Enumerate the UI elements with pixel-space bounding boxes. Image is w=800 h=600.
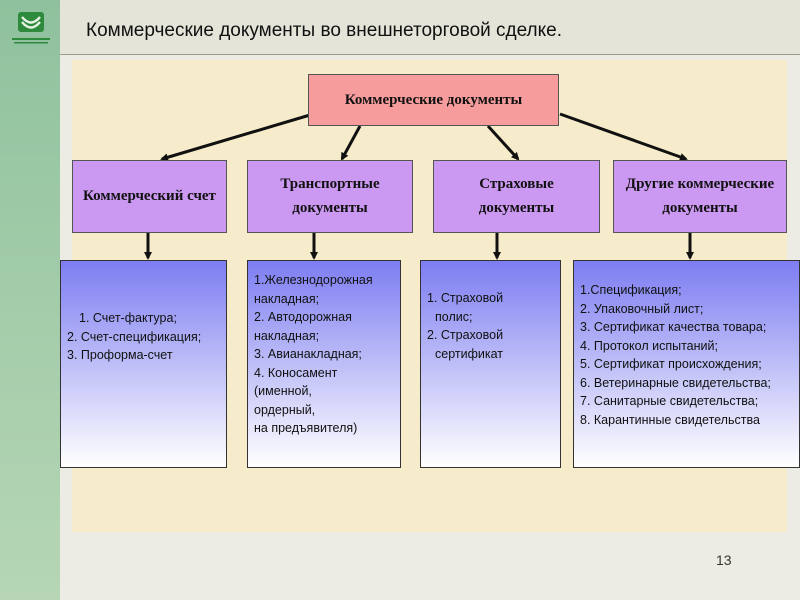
- list-item: 6. Ветеринарные свидетельства;: [580, 375, 771, 390]
- list-item: сертификат: [435, 346, 503, 361]
- list-item: 2. Счет-спецификация;: [67, 329, 202, 344]
- category-node-transport-documents: Транспортные документы: [247, 160, 413, 233]
- list-item: накладная;: [254, 291, 320, 306]
- category-node-commercial-invoice: Коммерческий счет: [72, 160, 227, 233]
- list-item: 1. Страховой: [427, 291, 504, 305]
- list-item: ордерный,: [254, 402, 316, 417]
- root-node: Коммерческие документы: [308, 74, 559, 126]
- list-insurance-documents: 1. Страховой полис; 2. Страховой сертифи…: [420, 260, 561, 468]
- list-item: 7. Санитарные свидетельства;: [580, 394, 759, 408]
- list-item: на предъявителя): [254, 421, 358, 435]
- list-item: 3. Проформа-счет: [67, 348, 173, 362]
- slide-header: [60, 0, 800, 55]
- connector-root-to-category-2: [340, 125, 362, 161]
- list-item: 2. Упаковочный лист;: [580, 301, 704, 316]
- list-item: 1. Счет-фактура;: [79, 311, 177, 325]
- list-item: 1.Железнодорожная: [254, 273, 373, 287]
- connector-root-to-category-1: [160, 113, 311, 162]
- list-item: 8. Карантинные свидетельства: [580, 412, 760, 427]
- slide-title: Коммерческие документы во внешнеторговой…: [86, 20, 563, 41]
- list-item: 2. Автодорожная: [254, 310, 352, 324]
- list-item: (именной,: [254, 384, 312, 398]
- connector-root-to-category-3: [486, 124, 520, 161]
- list-item: 1.Спецификация;: [580, 283, 682, 297]
- connector-root-to-category-4: [559, 112, 688, 161]
- list-item: 3. Сертификат качества товара;: [580, 320, 767, 334]
- list-item: 4. Протокол испытаний;: [580, 338, 718, 353]
- list-item: 5. Сертификат происхождения;: [580, 357, 762, 371]
- sidebar-strip: [0, 0, 60, 600]
- list-item: 3. Авианакладная;: [254, 347, 362, 361]
- list-item: 2. Страховой: [427, 328, 504, 342]
- list-item: накладная;: [254, 328, 320, 343]
- list-other-documents: 1.Спецификация; 2. Упаковочный лист; 3. …: [573, 260, 800, 468]
- page-number: 13: [716, 552, 732, 568]
- category-node-other-documents: Другие коммерческие документы: [613, 160, 787, 233]
- bank-logo-icon: [12, 12, 50, 44]
- list-transport-documents: 1.Железнодорожная накладная; 2. Автодоро…: [247, 260, 401, 468]
- list-item: полис;: [435, 309, 473, 324]
- list-item: 4. Коносамент: [254, 365, 338, 380]
- list-commercial-invoice: 1. Счет-фактура; 2. Счет-спецификация; 3…: [60, 260, 227, 468]
- category-node-insurance-documents: Страховые документы: [433, 160, 600, 233]
